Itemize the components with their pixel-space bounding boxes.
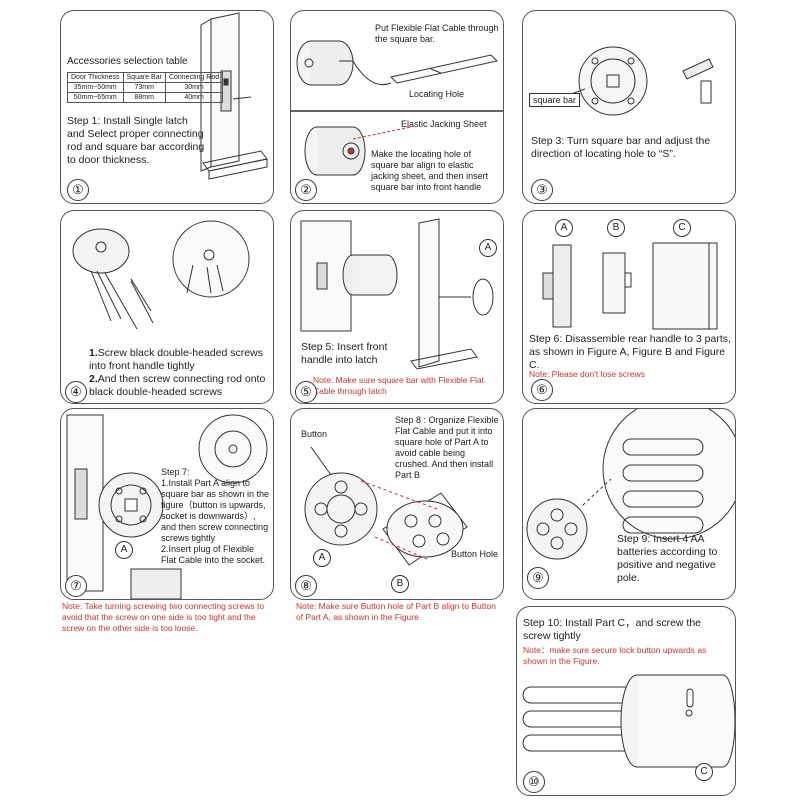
table-row: 50mm~65mm 88mm 40mm (67, 92, 224, 103)
step-4-line-1: 1.Screw black double-headed screws into … (89, 347, 269, 373)
step-8-panel: Button Button Hole A B Step 8 : Organize… (290, 408, 504, 600)
table-cell: 30mm (164, 82, 224, 93)
step-number: ⑦ (65, 575, 87, 597)
locating-hole-label: Locating Hole (409, 89, 465, 99)
button-hole-label: Button Hole (451, 549, 499, 559)
step-6-text: Step 6: Disassemble rear handle to 3 par… (529, 333, 731, 371)
step-number: ⑩ (523, 771, 545, 793)
step-9-text: Step 9: Insert 4 AA batteries according … (617, 533, 718, 584)
step-10-panel: Step 10: Install Part C，and screw the sc… (516, 606, 736, 796)
step-2-bottom-text: Make the locating hole of square bar ali… (371, 149, 489, 192)
figure-letter-a: A (313, 549, 331, 567)
step-4-line-1-text: Screw black double-headed screws into fr… (89, 347, 263, 372)
step-number: ④ (65, 381, 87, 403)
figure-letter-a: A (555, 219, 573, 237)
step-number: ⑤ (295, 381, 317, 403)
step-4-line-2-text: And then screw connecting rod onto black… (89, 373, 266, 398)
figure-letter-a: A (115, 541, 133, 559)
elastic-jacking-label: Elastic Jacking Sheet (401, 119, 487, 129)
step-7-note: Note: Take turning screwing two connecti… (62, 601, 265, 633)
figure-letter-c: C (673, 219, 691, 237)
step-number: ① (67, 179, 89, 201)
step-7-panel: Step 7: 1.Install Part A align to square… (60, 408, 274, 600)
step-3-text: Step 3: Turn square bar and adjust the d… (531, 135, 711, 160)
step-5-text: Step 5: Insert front handle into latch (301, 341, 388, 366)
step-7-text: Step 7: 1.Install Part A align to square… (161, 467, 270, 565)
figure-letter-a: A (479, 239, 497, 257)
step-number: ⑨ (527, 567, 549, 589)
button-label: Button (301, 429, 328, 439)
table-cell: 50mm~65mm (67, 92, 124, 103)
step-number: ⑧ (295, 575, 317, 597)
figure-letter-b: B (607, 219, 625, 237)
screws-rods-illustration (72, 220, 250, 330)
part-a-part-b-illustration (304, 446, 468, 566)
step-2-panel: Put Flexible Flat Cable through the squa… (290, 10, 504, 204)
table-row: 35mm~50mm 73mm 30mm (67, 82, 224, 93)
table-cell: 73mm (122, 82, 166, 93)
step-8-note: Note: Make sure Button hole of Part B al… (296, 601, 496, 622)
step-9-panel: Step 9: Insert 4 AA batteries according … (522, 408, 736, 600)
square-bar-label: square bar (529, 93, 581, 107)
figure-letter-c: C (695, 763, 713, 781)
table-title: Accessories selection table (67, 56, 188, 67)
rear-handle-parts-illustration (542, 242, 718, 330)
step-4-panel: 1.Screw black double-headed screws into … (60, 210, 274, 404)
step-6-panel: A B C Step 6: Disassemble rear handle to… (522, 210, 736, 404)
table-header: Door Thickness (67, 72, 124, 83)
step-8-text: Step 8 : Organize Flexible Flat Cable an… (395, 415, 499, 480)
step-10-text: Step 10: Install Part C，and screw the sc… (523, 617, 702, 642)
figure-letter-b: B (391, 575, 409, 593)
step-10-note: Note：make sure secure lock button upward… (523, 645, 707, 666)
part-c-install-illustration (522, 674, 735, 768)
step-4-line-1-num: 1. (89, 347, 98, 359)
step-number: ⑥ (531, 379, 553, 401)
step-1-panel: Accessories selection table Door Thickne… (60, 10, 274, 204)
step-6-note: Note: Please don't lose screws (529, 369, 645, 379)
table-cell: 40mm (164, 92, 224, 103)
step-number: ③ (531, 179, 553, 201)
step-4-line-2-num: 2. (89, 373, 98, 385)
step-4-line-2: 2.And then screw connecting rod onto bla… (89, 373, 269, 399)
latch-door-illustration (200, 12, 268, 180)
accessories-table: Door Thickness Square Bar Connecting Rod… (67, 72, 224, 103)
step-1-text: Step 1: Install Single latch and Select … (67, 115, 205, 166)
part-a-install-illustration (66, 414, 268, 599)
step-number: ② (295, 179, 317, 201)
table-header-row: Door Thickness Square Bar Connecting Rod (67, 72, 224, 83)
table-header: Connecting Rod (164, 72, 224, 83)
step-5-note: Note: Make sure square bar with Flexible… (313, 375, 485, 396)
square-bar-cable-illustration (291, 40, 503, 176)
step-3-panel: square bar Step 3: Turn square bar and a… (522, 10, 736, 204)
square-bar-rotation-illustration (562, 46, 714, 116)
batteries-illustration (526, 409, 735, 560)
table-header: Square Bar (122, 72, 166, 83)
step-5-panel: A Step 5: Insert front handle into latch… (290, 210, 504, 404)
step-2-top-text: Put Flexible Flat Cable through the squa… (375, 23, 499, 44)
table-cell: 88mm (122, 92, 166, 103)
table-cell: 35mm~50mm (67, 82, 124, 93)
front-handle-latch-illustration (300, 218, 494, 370)
